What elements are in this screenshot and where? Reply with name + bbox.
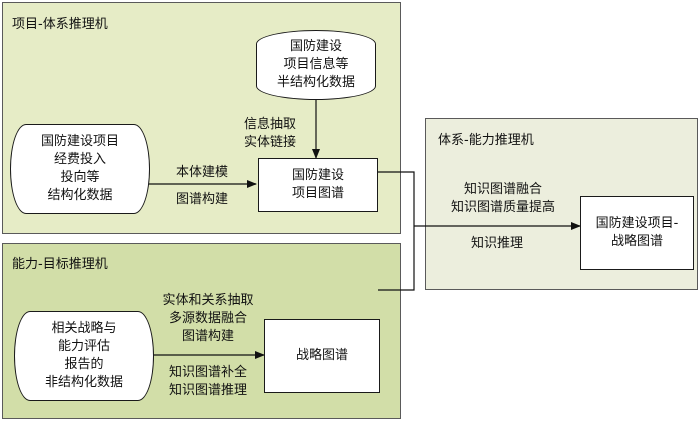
text-line: 项目图谱 bbox=[291, 186, 344, 201]
text-line: 国防建设项目- bbox=[595, 216, 679, 231]
semi-structured-data-cylinder: 国防建设项目信息等半结构化数据 bbox=[256, 30, 376, 100]
project-strategy-graph-box: 国防建设项目- 战略图谱 bbox=[580, 196, 694, 270]
text-line: 多源数据融合 bbox=[168, 311, 247, 326]
text-line: 实体和关系抽取 bbox=[162, 293, 254, 308]
node-text: 国防建设项目- 战略图谱 bbox=[596, 215, 679, 251]
text-line: 实体链接 bbox=[243, 135, 296, 150]
label-reasoning: 知识推理 bbox=[452, 235, 542, 253]
node-text: 国防建设项目信息等半结构化数据 bbox=[277, 38, 355, 92]
text-line: 知识图谱推理 bbox=[168, 383, 247, 398]
structured-data-cylinder: 国防建设项目经费投入投向等结构化数据 bbox=[10, 124, 150, 214]
text-line: 结构化数据 bbox=[47, 188, 113, 203]
text-line: 战略图谱 bbox=[610, 234, 663, 249]
text-line: 半结构化数据 bbox=[276, 75, 355, 90]
text-line: 知识图谱融合 bbox=[463, 182, 542, 197]
text-line: 投向等 bbox=[60, 170, 100, 185]
label-completion-reasoning: 知识图谱补全知识图谱推理 bbox=[148, 364, 268, 400]
project-graph-box: 国防建设项目图谱 bbox=[258, 158, 378, 212]
text-line: 国防建设 bbox=[289, 39, 342, 54]
label-fusion-quality: 知识图谱融合知识图谱质量提高 bbox=[428, 181, 578, 217]
text-line: 国防建设 bbox=[291, 168, 344, 183]
text-line: 图谱构建 bbox=[175, 192, 228, 207]
node-text: 国防建设项目经费投入投向等结构化数据 bbox=[41, 133, 119, 205]
text-line: 能力评估 bbox=[57, 339, 110, 354]
node-text: 相关战略与能力评估报告的非结构化数据 bbox=[45, 320, 123, 392]
text-line: 非结构化数据 bbox=[44, 375, 123, 390]
label-extraction-fusion: 实体和关系抽取多源数据融合图谱构建 bbox=[148, 292, 268, 346]
text-line: 知识图谱补全 bbox=[168, 365, 247, 380]
text-line: 项目信息等 bbox=[283, 57, 349, 72]
text-line: 国防建设项目 bbox=[40, 134, 119, 149]
text-line: 报告的 bbox=[64, 357, 104, 372]
text-line: 知识推理 bbox=[470, 236, 523, 251]
text-line: 经费投入 bbox=[53, 152, 106, 167]
text-line: 战略图谱 bbox=[295, 348, 348, 363]
strategy-graph-box: 战略图谱 bbox=[264, 319, 380, 393]
text-line: 图谱构建 bbox=[181, 329, 234, 344]
unstructured-data-cylinder: 相关战略与能力评估报告的非结构化数据 bbox=[14, 311, 154, 401]
panel-title: 能力-目标推理机 bbox=[12, 257, 108, 272]
label-ontology-build: 本体建模 bbox=[162, 164, 242, 182]
text-line: 知识图谱质量提高 bbox=[450, 200, 555, 215]
text-line: 相关战略与 bbox=[51, 321, 117, 336]
panel-title: 项目-体系推理机 bbox=[12, 17, 108, 32]
panel-title: 体系-能力推理机 bbox=[438, 133, 534, 148]
text-line: 本体建模 bbox=[175, 165, 228, 180]
node-text: 国防建设项目图谱 bbox=[292, 167, 344, 203]
label-info-extraction: 信息抽取实体链接 bbox=[230, 116, 310, 152]
text-line: 信息抽取 bbox=[243, 117, 296, 132]
label-graph-build: 图谱构建 bbox=[162, 191, 242, 209]
node-text: 战略图谱 bbox=[296, 347, 348, 365]
